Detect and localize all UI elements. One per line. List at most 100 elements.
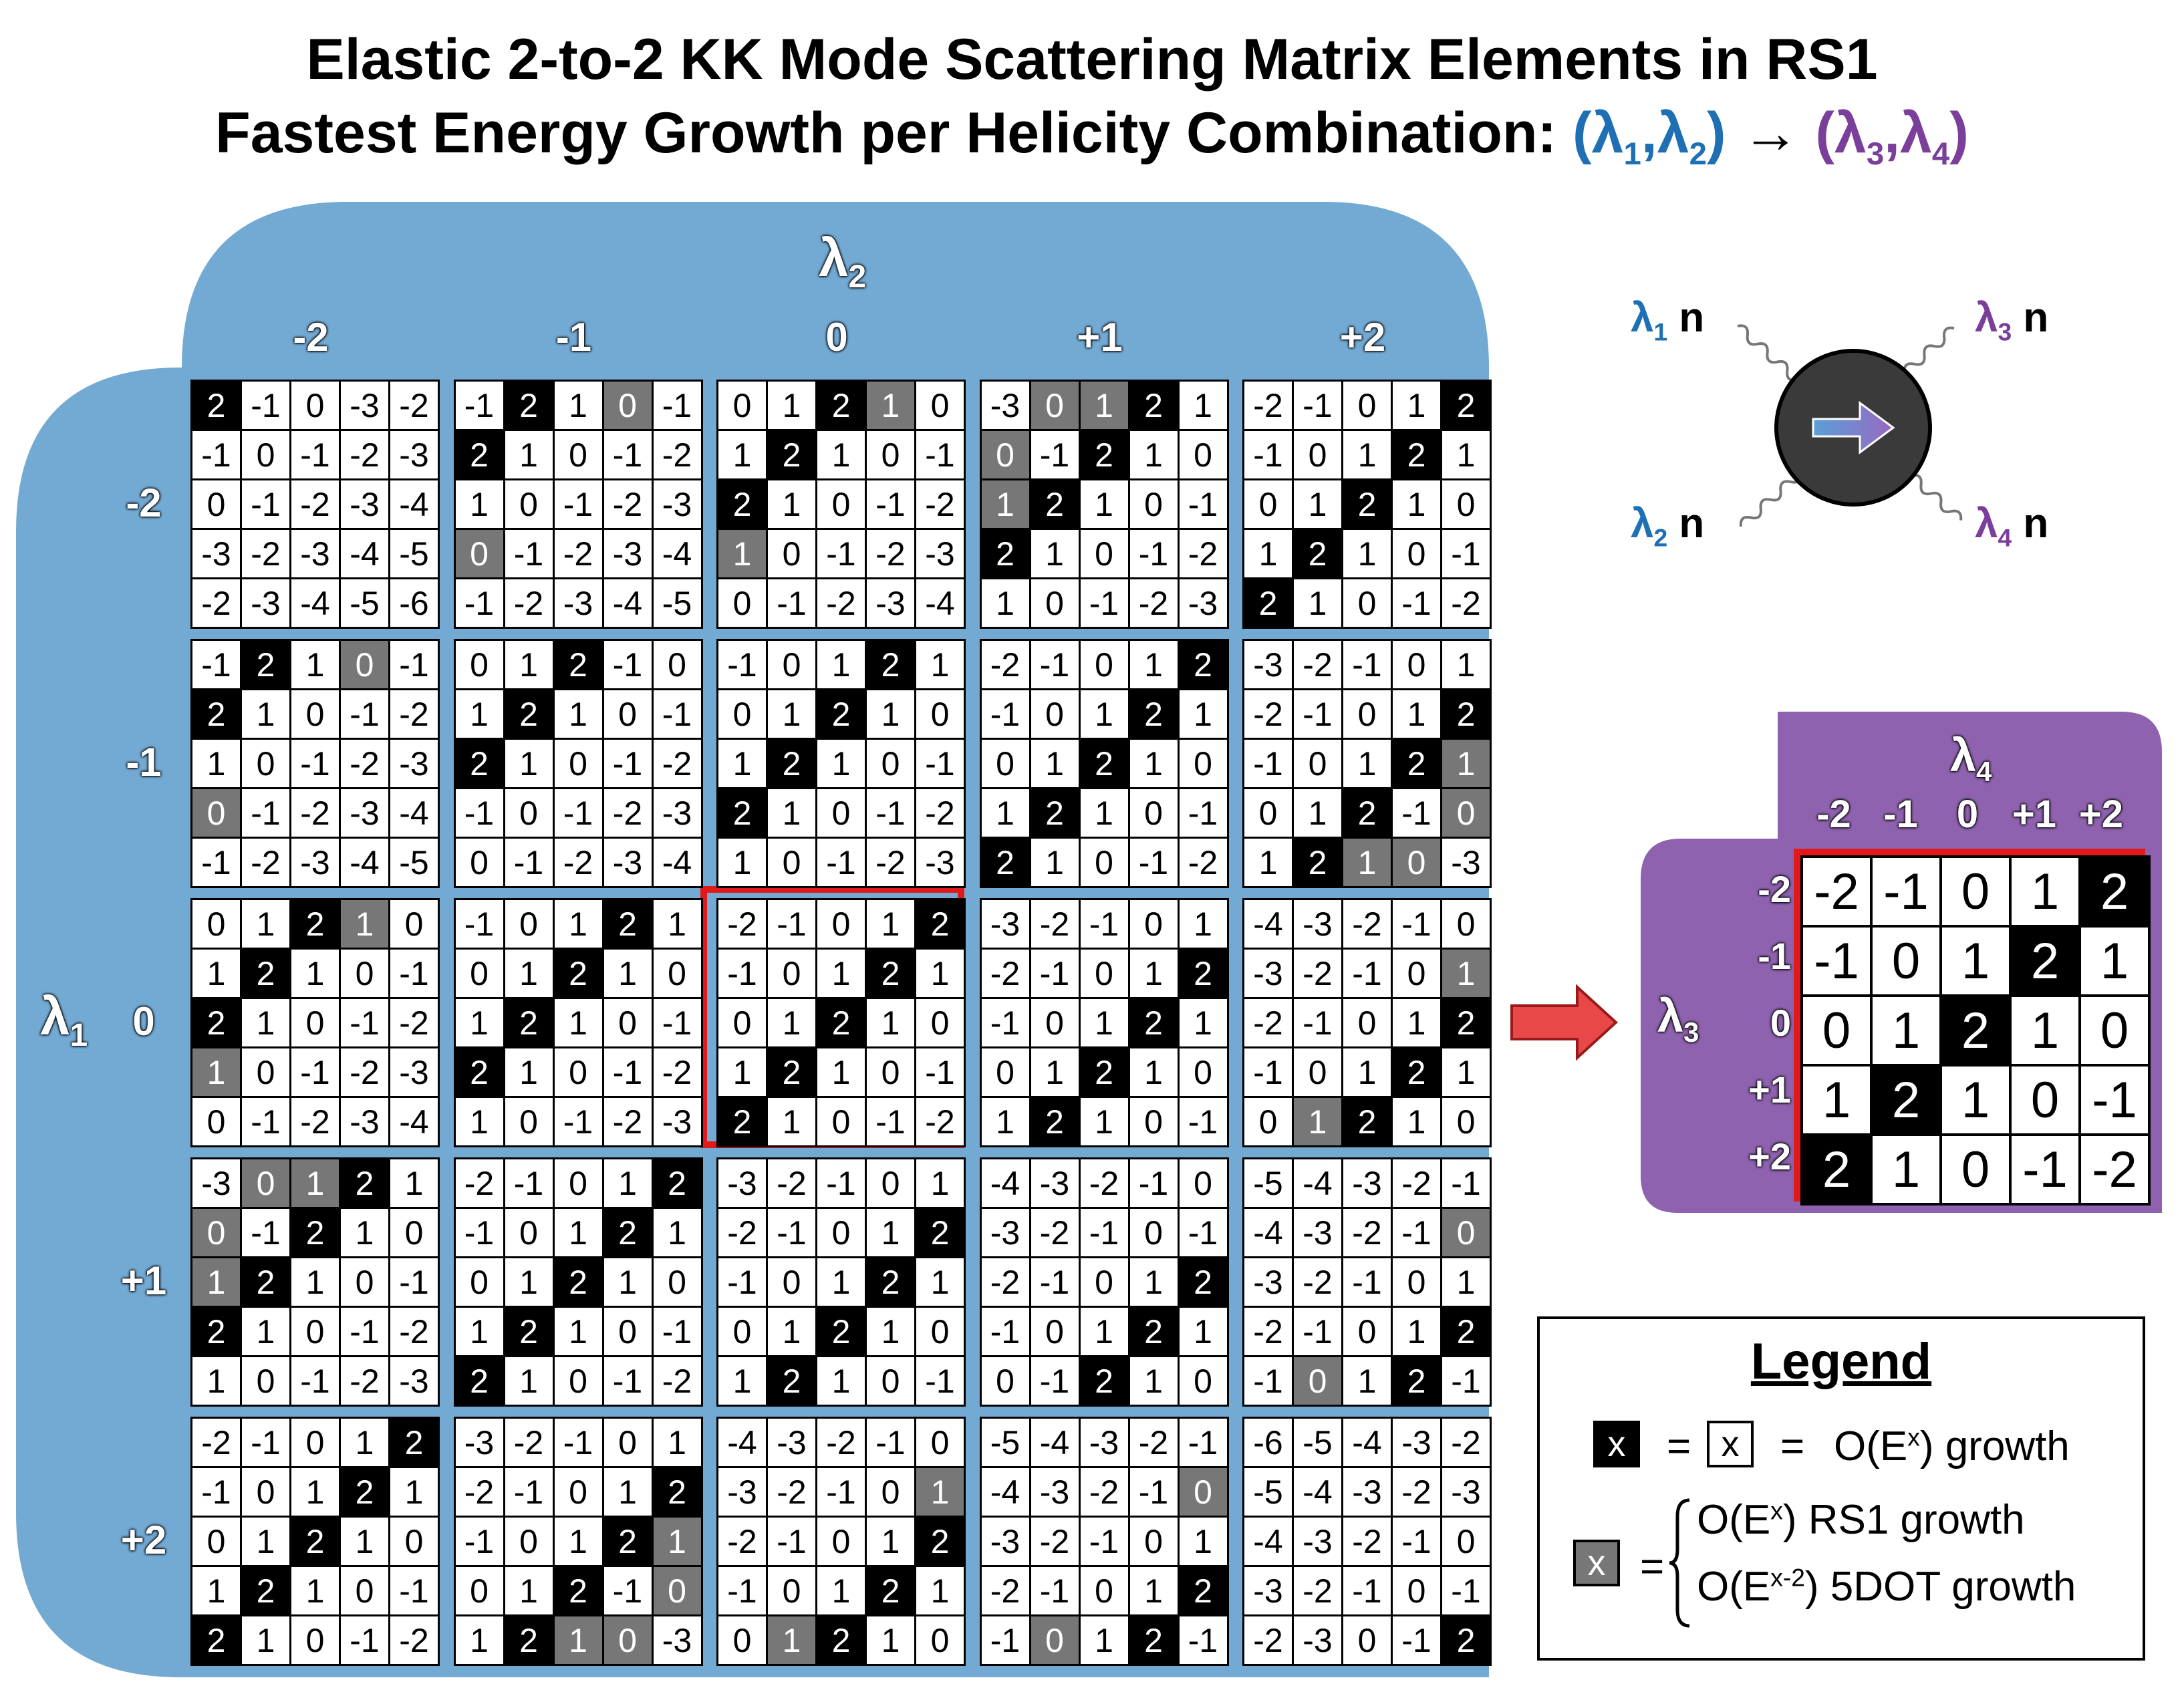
matrix-cell: 2 (766, 1355, 817, 1407)
matrix-cell: 0 (601, 1614, 654, 1666)
matrix-cell: 1 (552, 898, 604, 950)
matrix-cell: 1 (240, 898, 291, 950)
matrix-cell: 1 (914, 1565, 966, 1616)
matrix-cell: -2 (1242, 997, 1294, 1048)
matrix-cell: -3 (1029, 1157, 1081, 1209)
matrix-cell: 1 (815, 1256, 867, 1308)
zoom-matrix-cell: 2 (2078, 855, 2151, 928)
matrix-cell: -1 (1292, 380, 1343, 431)
matrix-cell: 1 (601, 1256, 654, 1308)
matrix-cell: 1 (1391, 688, 1442, 740)
matrix-cell: -4 (651, 528, 703, 579)
zoom-matrix-cell: 1 (1939, 925, 2012, 997)
lambda4-header-2: 0 (1956, 793, 1979, 836)
matrix-cell: 2 (651, 1466, 703, 1518)
matrix-cell: 1 (1029, 837, 1081, 888)
matrix-row: 0-1-2-3-4 (716, 577, 966, 629)
matrix-cell: -2 (339, 1046, 390, 1098)
matrix-cell: -3 (1242, 948, 1294, 999)
legend-black-box: x (1593, 1421, 1640, 1467)
matrix-cell: 0 (503, 787, 555, 839)
zoom-matrix-cell: -1 (1800, 925, 1873, 997)
matrix-cell: -2 (503, 1417, 555, 1468)
matrix-cell: -3 (339, 787, 390, 839)
matrix-cell: 1 (1078, 1306, 1130, 1357)
matrix-cell: -5 (1292, 1417, 1343, 1468)
matrix-cell: -6 (388, 577, 440, 629)
matrix-cell: 2 (815, 688, 867, 740)
zoom-matrix-cell: -1 (1870, 855, 1942, 928)
lambda4-header-4: +2 (2078, 793, 2124, 836)
matrix-cell: 0 (766, 1565, 817, 1616)
matrix-cell: 2 (552, 639, 604, 690)
matrix-cell: -4 (1242, 1516, 1294, 1567)
matrix-cell: -2 (1177, 528, 1229, 579)
matrix-cell: -4 (388, 478, 440, 530)
matrix-cell: 0 (865, 1046, 916, 1098)
matrix-cell: 0 (815, 787, 867, 839)
zoom-matrix-cell: 0 (1800, 994, 1873, 1067)
matrix-cell: 2 (339, 1157, 390, 1209)
matrix-cell: -2 (453, 1157, 505, 1209)
matrix-cell: 0 (190, 478, 242, 530)
lambda1-header-3: +1 (120, 1258, 167, 1303)
matrix-cell: -3 (240, 577, 291, 629)
matrix-cell: -2 (1292, 1256, 1343, 1308)
matrix-cell: 0 (552, 429, 604, 480)
matrix-cell: 2 (190, 997, 242, 1048)
matrix-cell: -1 (651, 1306, 703, 1357)
matrix-cell: 0 (190, 1096, 242, 1147)
matrix-cell: -3 (1391, 1417, 1442, 1468)
matrix-cell: 1 (766, 1614, 817, 1666)
matrix-cell: -3 (651, 787, 703, 839)
matrix-cell: -2 (552, 528, 604, 579)
matrix-cell: 0 (1127, 1096, 1180, 1147)
matrix-cell: 1 (190, 1046, 242, 1098)
matrix-cell: -2 (601, 787, 654, 839)
matrix-cell: 0 (766, 948, 817, 999)
matrix-cell: 0 (979, 1355, 1031, 1407)
matrix-cell: -1 (914, 738, 966, 789)
matrix-cell: 0 (1242, 1096, 1294, 1147)
matrix-cell: -3 (289, 528, 341, 579)
matrix-cell: 1 (339, 1516, 390, 1567)
matrix-cell: 2 (289, 1516, 341, 1567)
matrix-cell: 0 (453, 1256, 505, 1308)
matrix-cell: -1 (1341, 948, 1393, 999)
zoom-matrix-cell: 1 (2078, 925, 2151, 997)
matrix-cell: 0 (601, 380, 654, 431)
matrix-cell: 0 (716, 577, 768, 629)
matrix-cell: -1 (914, 429, 966, 480)
matrix-cell: 0 (1391, 948, 1442, 999)
matrix-cell: 2 (1391, 738, 1442, 789)
matrix-cell: -1 (815, 1466, 867, 1518)
matrix-cell: -1 (503, 1466, 555, 1518)
matrix-cell: 1 (1391, 1096, 1442, 1147)
matrix-cell: 1 (552, 1516, 604, 1567)
matrix-cell: -3 (190, 528, 242, 579)
matrix-cell: -1 (979, 1614, 1031, 1666)
matrix-cell: -1 (1242, 1355, 1294, 1407)
matrix-cell: 1 (1127, 1355, 1180, 1407)
matrix-cell: 2 (190, 688, 242, 740)
matrix-cell: -3 (979, 380, 1031, 431)
lambda1-axis-label: λ1 (40, 986, 88, 1053)
matrix-cell: 0 (651, 639, 703, 690)
matrix-cell: 0 (1440, 787, 1492, 839)
matrix-cell: 1 (865, 380, 916, 431)
matrix-cell: -2 (339, 1355, 390, 1407)
matrix-cell: -2 (388, 997, 440, 1048)
